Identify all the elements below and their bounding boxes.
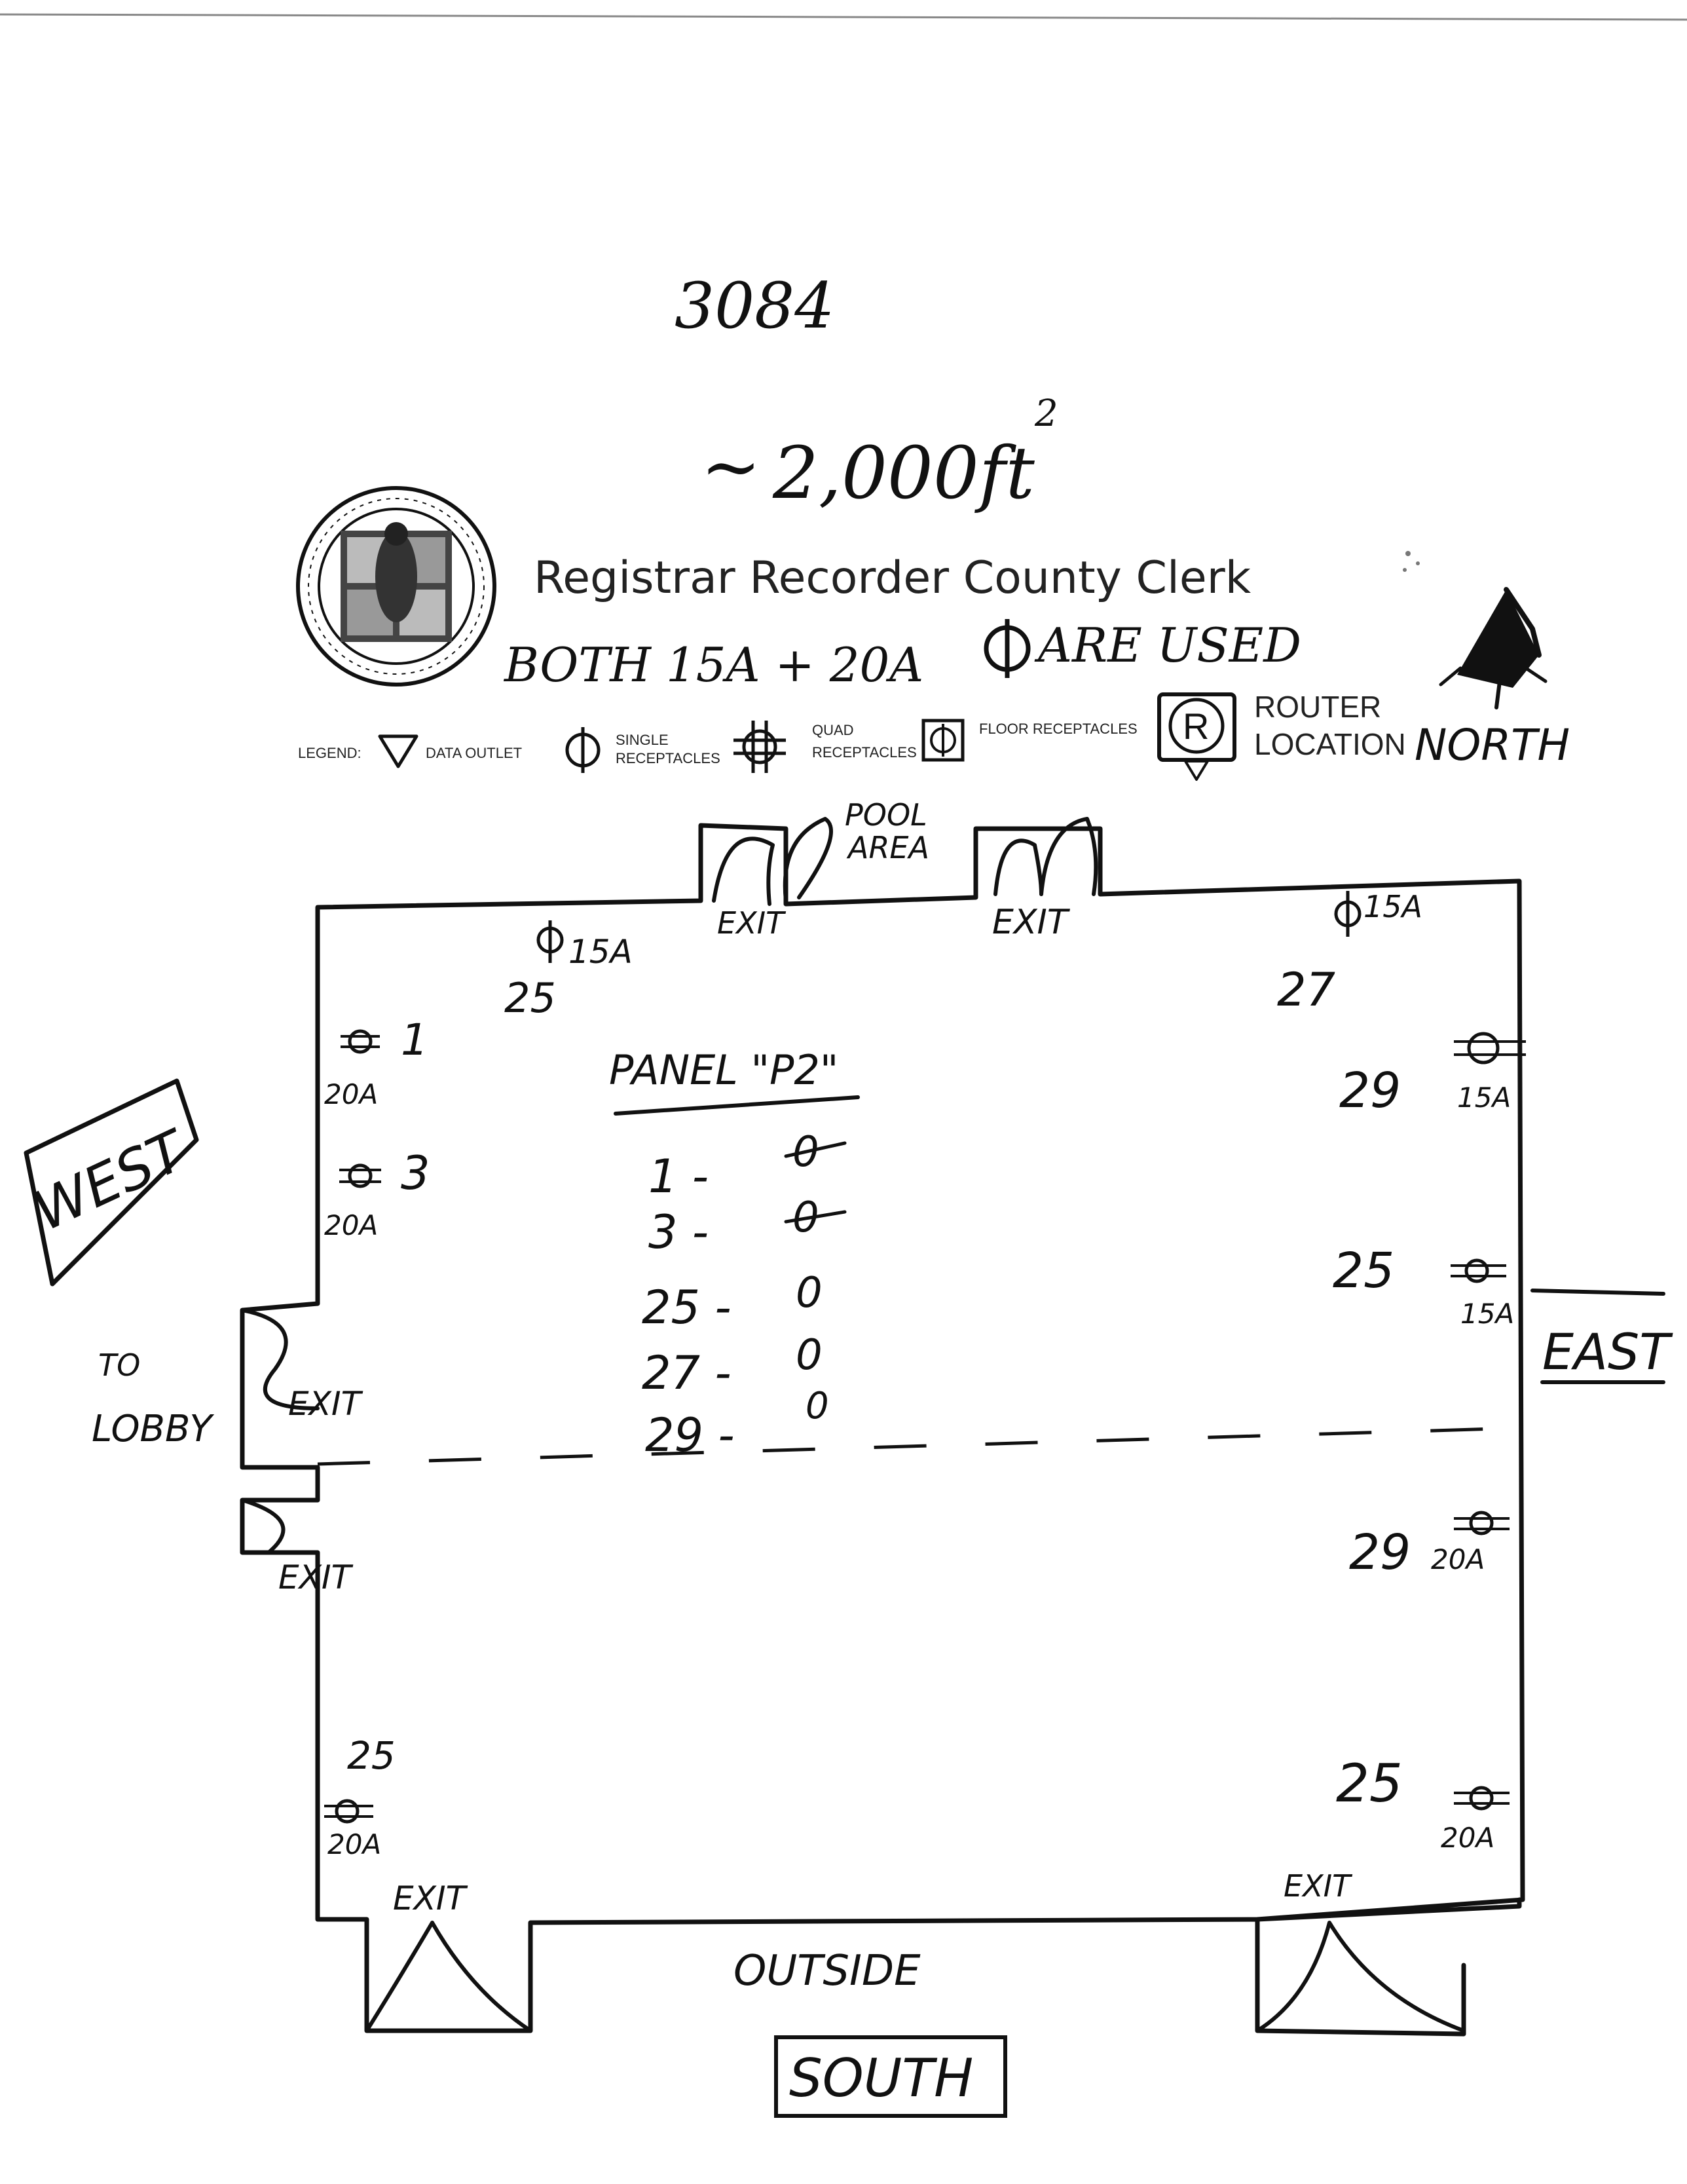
east-underline bbox=[1530, 1289, 1665, 1384]
panel-row-3-value: 0 bbox=[796, 1269, 823, 1317]
dashed-partition-line bbox=[317, 1426, 1520, 1466]
southeast-amp: 20A bbox=[1441, 1822, 1494, 1854]
exit-north-2: EXIT bbox=[992, 903, 1071, 942]
receptacle-east-25-icon bbox=[1451, 1258, 1506, 1283]
receptacle-southwest-icon bbox=[324, 1799, 373, 1824]
north-label: NORTH bbox=[1415, 720, 1570, 770]
west-1-circuit: 1 bbox=[401, 1015, 428, 1065]
receptacle-west-1-icon bbox=[341, 1029, 380, 1054]
exit-west-2: EXIT bbox=[278, 1558, 354, 1596]
panel-row-2-circuit: 3 - bbox=[648, 1205, 709, 1259]
legend-single-1: SINGLE bbox=[616, 732, 669, 748]
north-right-amp: 15A bbox=[1363, 889, 1422, 924]
legend-data-outlet: DATA OUTLET bbox=[426, 745, 522, 761]
east-29b-amp: 20A bbox=[1431, 1543, 1485, 1575]
panel-row-4-value: 0 bbox=[796, 1331, 823, 1380]
east-29b-circuit: 29 bbox=[1349, 1524, 1411, 1581]
exit-southwest: EXIT bbox=[393, 1879, 468, 1917]
panel-title: PANEL "P2" bbox=[609, 1046, 838, 1094]
north-arrow-icon bbox=[1439, 587, 1548, 709]
receptacle-west-3-icon bbox=[339, 1163, 381, 1188]
legend-router-1: ROUTER bbox=[1254, 690, 1381, 724]
receptacle-east-29-icon bbox=[1454, 1032, 1526, 1064]
area-estimate: 2,000ft bbox=[772, 431, 1035, 515]
panel-title-underline bbox=[614, 1095, 860, 1116]
panel-row-1-circuit: 1 - bbox=[648, 1150, 709, 1203]
southwest-amp: 20A bbox=[327, 1828, 381, 1860]
receptacle-markers bbox=[324, 891, 1526, 1824]
west-3-amp: 20A bbox=[324, 1209, 378, 1241]
scan-edge bbox=[0, 13, 1687, 21]
legend-single-receptacle-icon bbox=[565, 727, 601, 773]
panel-row-4-circuit: 27 - bbox=[642, 1346, 732, 1400]
page-title: Registrar Recorder County Clerk bbox=[534, 552, 1251, 604]
east-25-circuit: 25 bbox=[1333, 1243, 1394, 1299]
south-label: SOUTH bbox=[789, 2048, 973, 2109]
north-left-amp: 15A bbox=[568, 933, 633, 971]
legend-single-2: RECEPTACLES bbox=[616, 750, 720, 766]
panel-row-5-circuit: 29 - bbox=[645, 1408, 735, 1462]
receptacle-southeast-icon bbox=[1454, 1786, 1510, 1811]
county-seal-icon bbox=[296, 486, 496, 687]
outside-label: OUTSIDE bbox=[733, 1947, 921, 1995]
to-label: TO bbox=[98, 1347, 140, 1383]
east-29-circuit: 29 bbox=[1339, 1063, 1401, 1119]
circuit-note-end: ARE USED bbox=[1034, 618, 1301, 673]
south-label-box bbox=[774, 2035, 1007, 2118]
legend-router-2: LOCATION bbox=[1254, 727, 1406, 761]
receptacle-east-29b-icon bbox=[1454, 1511, 1510, 1535]
document-number: 3084 bbox=[675, 269, 834, 343]
lobby-label: LOBBY bbox=[92, 1408, 214, 1450]
west-1-amp: 20A bbox=[324, 1078, 378, 1110]
southeast-circuit: 25 bbox=[1336, 1753, 1403, 1814]
pool-label-2: AREA bbox=[846, 830, 929, 865]
legend-floor: FLOOR RECEPTACLES bbox=[979, 721, 1138, 737]
east-25-amp: 15A bbox=[1460, 1298, 1514, 1330]
scan-speckle bbox=[1403, 551, 1420, 572]
panel-rows: 1 - 0 3 - 0 25 - 0 27 - 0 29 - 0 bbox=[642, 1128, 847, 1462]
legend-quad-1: QUAD bbox=[812, 722, 854, 738]
receptacle-north-left-icon bbox=[536, 920, 564, 963]
legend-quad-2: RECEPTACLES bbox=[812, 744, 917, 761]
area-exponent: 2 bbox=[1034, 392, 1058, 435]
southwest-circuit: 25 bbox=[347, 1733, 396, 1778]
area-approx-symbol: ~ bbox=[701, 424, 761, 508]
router-location-icon bbox=[1157, 692, 1236, 781]
west-label-box bbox=[24, 1078, 199, 1287]
circuit-note: BOTH 15A + 20A bbox=[503, 637, 923, 692]
data-outlet-icon bbox=[378, 734, 418, 768]
legend-label: LEGEND: bbox=[298, 745, 362, 761]
east-29-amp: 15A bbox=[1457, 1082, 1511, 1114]
panel-row-3-circuit: 25 - bbox=[642, 1281, 732, 1334]
room-outline bbox=[240, 817, 1525, 2037]
north-left-circuit: 25 bbox=[504, 974, 556, 1022]
legend-quad-receptacle-icon bbox=[733, 721, 786, 773]
single-receptacle-icon bbox=[984, 619, 1031, 678]
north-right-circuit: 27 bbox=[1277, 963, 1335, 1017]
router-letter: R bbox=[1183, 706, 1209, 747]
exit-west-1: EXIT bbox=[288, 1385, 363, 1423]
panel-row-5-value: 0 bbox=[806, 1385, 829, 1427]
pool-label-1: POOL bbox=[845, 797, 927, 833]
west-3-circuit: 3 bbox=[401, 1146, 430, 1200]
exit-north-1: EXIT bbox=[717, 905, 787, 941]
exit-southeast: EXIT bbox=[1284, 1868, 1353, 1904]
east-label: EAST bbox=[1542, 1323, 1673, 1381]
receptacle-north-right-icon bbox=[1334, 891, 1362, 937]
legend-floor-receptacle-icon bbox=[921, 719, 965, 762]
